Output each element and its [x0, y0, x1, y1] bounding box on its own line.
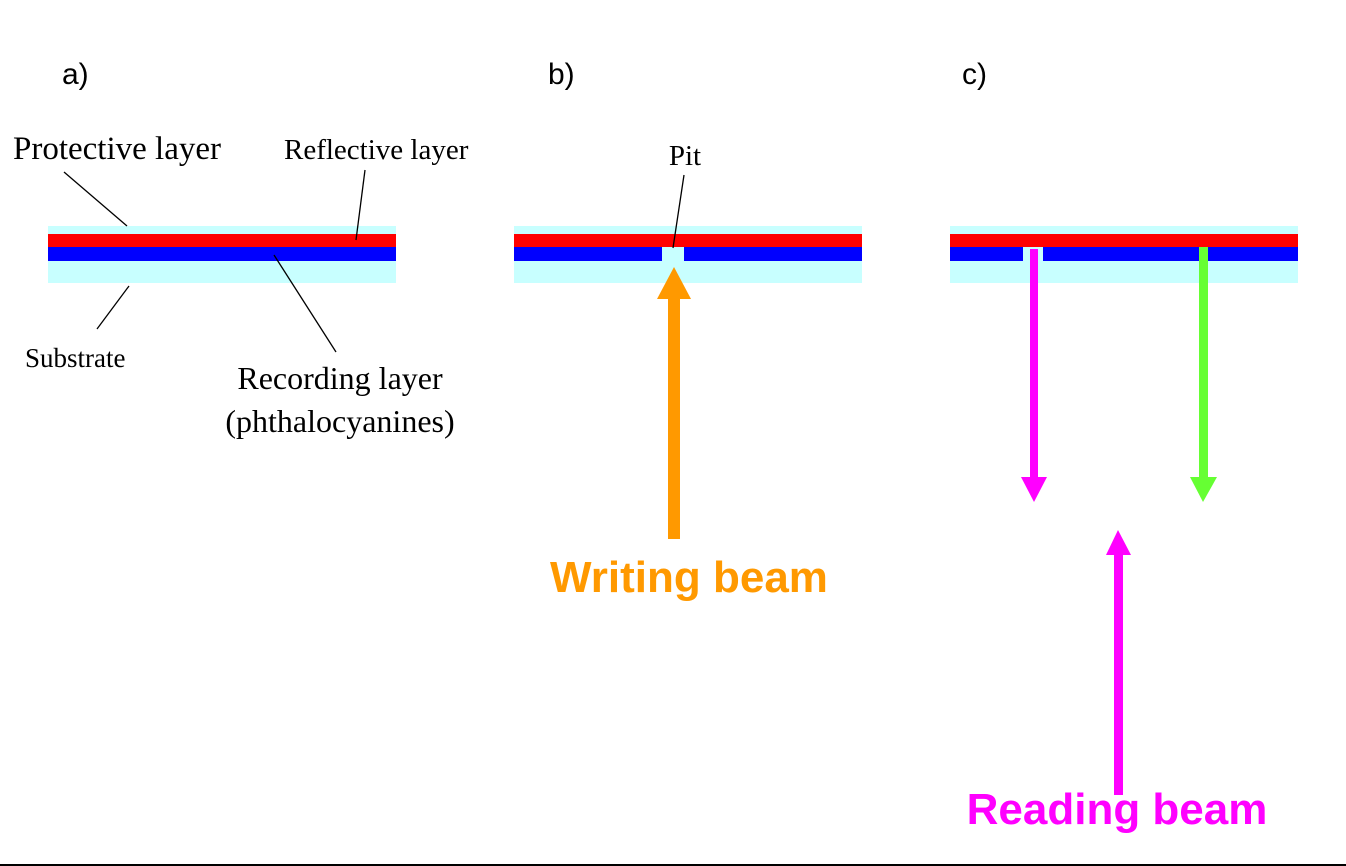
substrate-leader-line — [96, 285, 130, 330]
writing-beam-arrow — [657, 267, 691, 539]
recording-layer-right — [684, 247, 862, 261]
reflective-layer — [514, 234, 862, 247]
panel-b-disc-layers — [514, 226, 862, 283]
protective-layer-leader-line — [63, 171, 128, 227]
panel-label-a: a) — [62, 58, 89, 91]
reflective-layer — [48, 234, 396, 247]
writing-beam-shaft — [668, 295, 680, 539]
reading-beam-arrowhead — [1106, 530, 1131, 555]
reading-beam-label: Reading beam — [967, 785, 1268, 834]
bottom-border — [0, 864, 1346, 866]
substrate-label: Substrate — [25, 343, 126, 373]
recording-layer-right — [1043, 247, 1298, 261]
protective-layer-label: Protective layer — [13, 131, 221, 167]
land-reflection-shaft — [1199, 247, 1208, 479]
recording-layer-left — [950, 247, 1023, 261]
pit-reflection-shaft — [1030, 249, 1038, 479]
panel-label-c: c) — [962, 58, 987, 91]
reading-beam-shaft — [1114, 552, 1123, 795]
writing-beam-arrowhead — [657, 267, 691, 299]
recording-layer — [48, 247, 396, 261]
pit-leader-line — [672, 174, 685, 249]
panel-label-b: b) — [548, 58, 575, 91]
reading-beam-arrow — [1106, 530, 1131, 795]
pit-label: Pit — [669, 140, 701, 172]
recording-layer-leader-line — [273, 254, 337, 353]
pit-reflection-arrowhead — [1021, 477, 1047, 502]
reflective-layer-label: Reflective layer — [284, 134, 469, 166]
panel-a-disc-layers — [48, 226, 396, 283]
recording-layer-left — [514, 247, 662, 261]
reflective-layer — [950, 234, 1298, 247]
writing-beam-label: Writing beam — [550, 553, 828, 602]
reflected-beam-from-pit-arrow — [1021, 249, 1047, 502]
reflective-layer-leader-line — [355, 169, 366, 241]
recording-layer-label: Recording layer — [237, 360, 443, 396]
land-reflection-arrowhead — [1190, 477, 1217, 502]
recording-layer-sublabel: (phthalocyanines) — [225, 403, 454, 439]
panel-c-disc-layers — [950, 226, 1298, 283]
reflected-beam-from-land-arrow — [1190, 247, 1217, 502]
